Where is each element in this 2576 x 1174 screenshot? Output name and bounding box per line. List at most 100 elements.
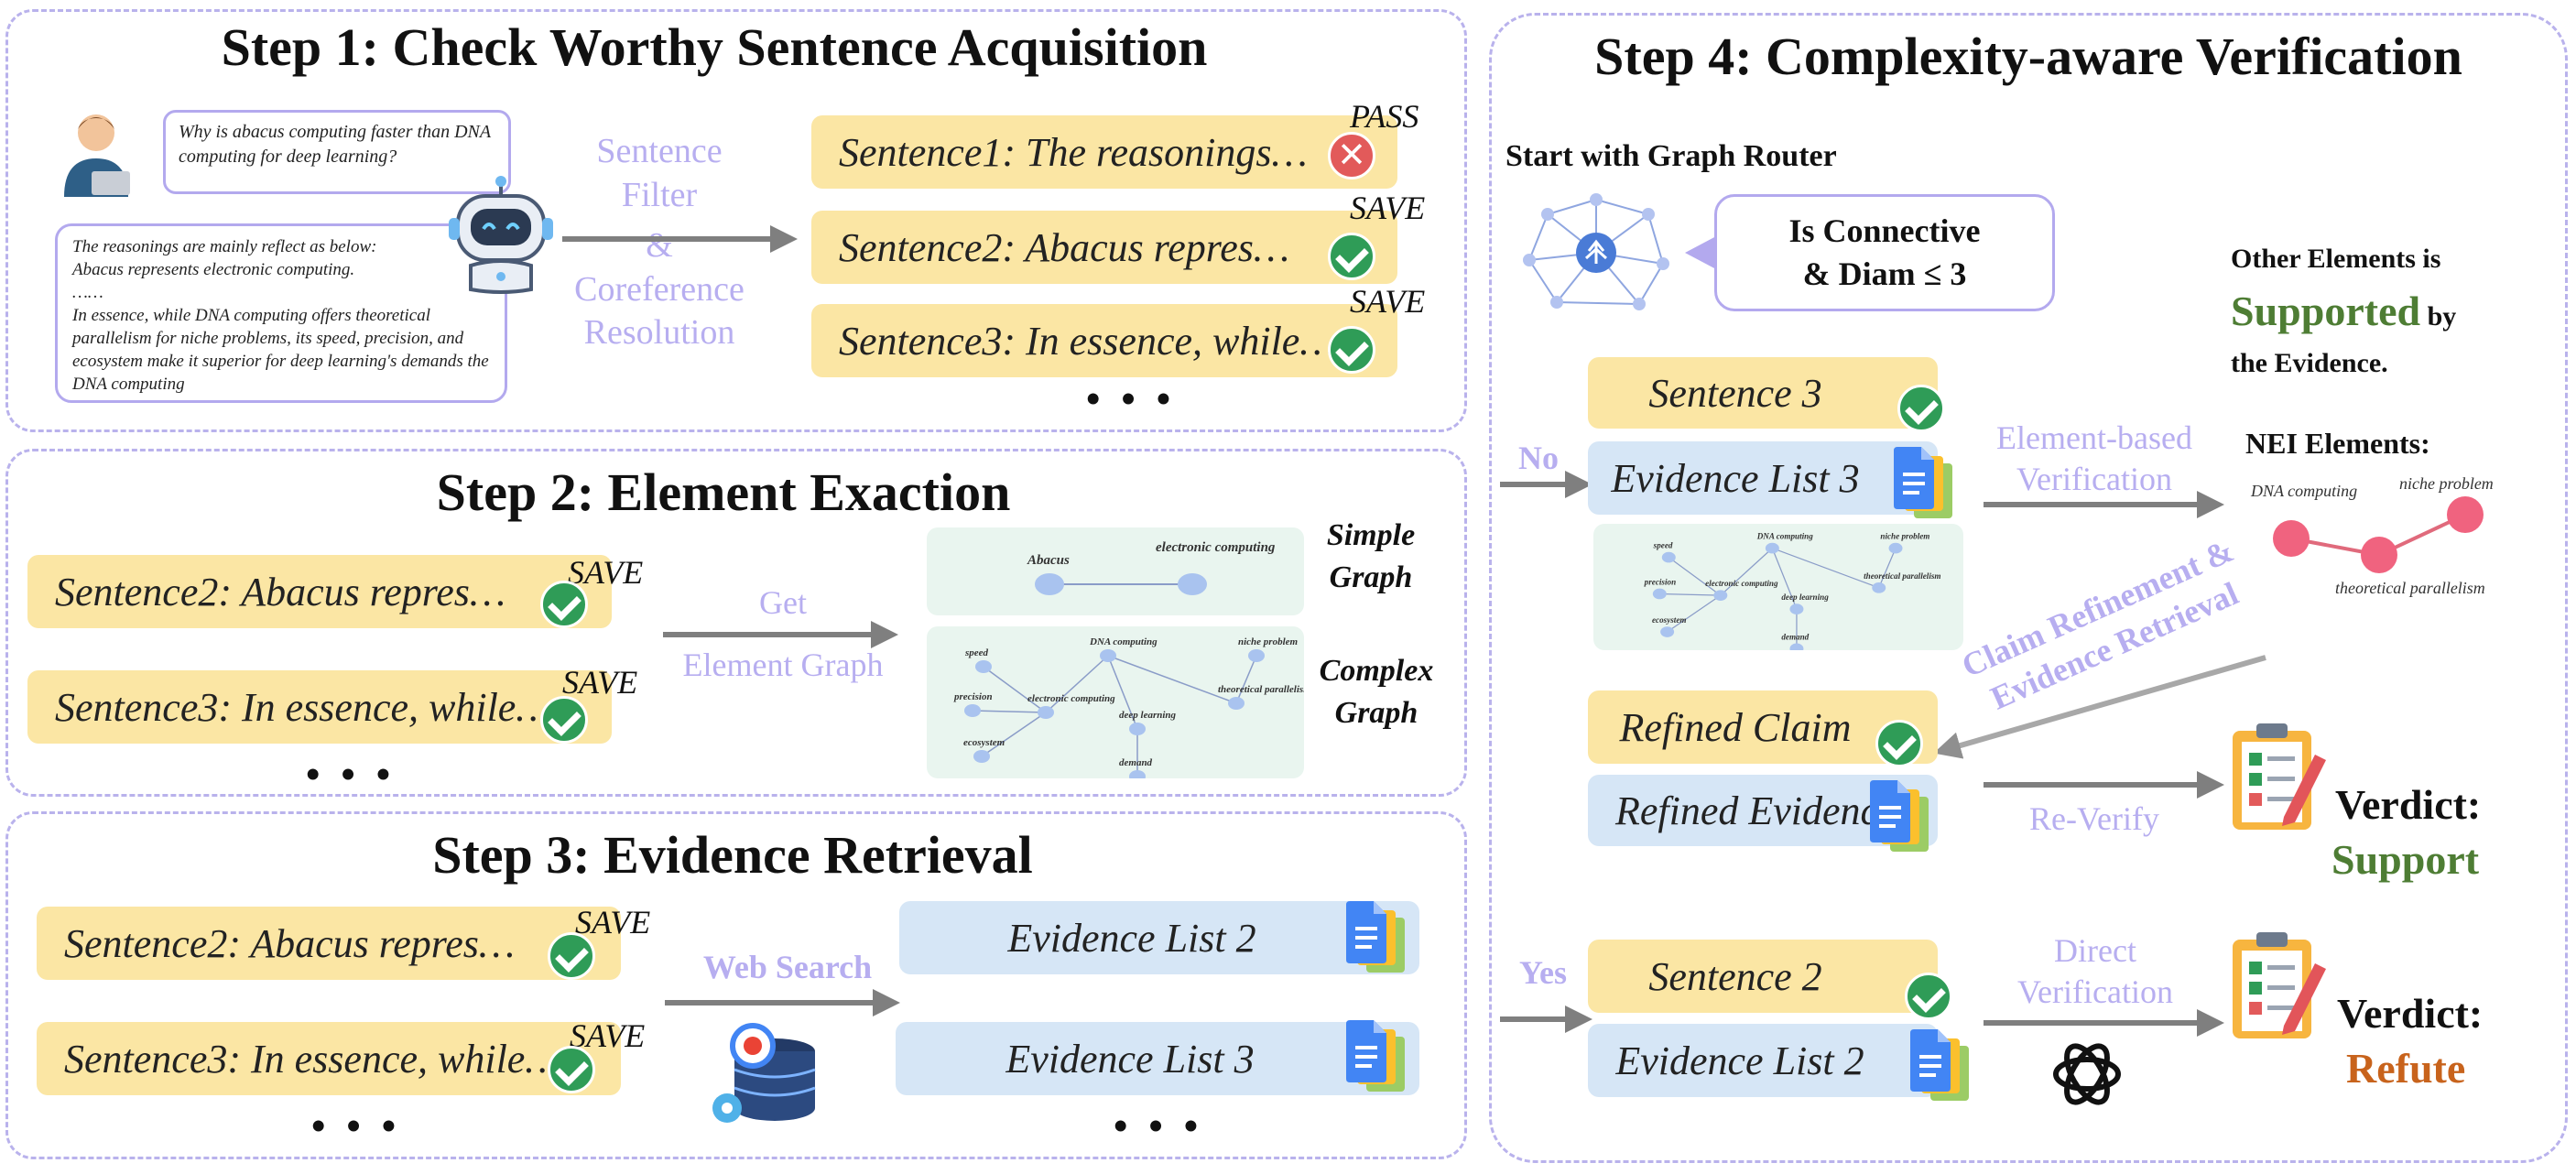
bot-answer-bubble: The reasonings are mainly reflect as bel… [55,223,507,403]
step2-sentence2: Sentence2: Abacus repres… [27,555,612,628]
graph-node [1129,770,1146,783]
element-verif-line1: Element-based [1996,419,2192,456]
yes-label: Yes [1519,954,1567,991]
get-label-line1: Get [759,584,807,621]
graph-edge [972,710,1047,713]
step2-arrow [663,621,898,648]
check-icon [540,696,588,744]
step1-sentence3: Sentence3: In essence, while… [811,304,1397,377]
graph-edge [983,666,1047,713]
graph-node [1789,643,1804,655]
graph-node-label: DNA computing [1089,636,1158,647]
supported-text: Supported [2231,288,2421,334]
graph-edge [1045,655,1109,713]
graph-node-label: precision [1644,578,1676,587]
check-icon [540,581,588,628]
step3-panel [5,811,1467,1159]
check-icon [1328,326,1375,374]
by-text: by [2427,301,2457,332]
step4-sentence3: Sentence 3 [1588,357,1938,429]
graph-edge [1772,548,1879,589]
step4-title: Step 4: Complexity-aware Verification [1594,27,2462,86]
clipboard-icon [2227,718,2328,835]
graph-node-label: electronic computing [1705,579,1778,588]
graph-edge [1235,655,1257,704]
user-avatar [55,105,137,197]
step3-sentence3: Sentence3: In essence, while… [37,1022,621,1095]
check-icon [548,1046,595,1093]
element-based-verification-label: Element-based Verification [1962,418,2227,500]
graph-node [964,704,981,717]
yes-arrow [1500,1006,1592,1033]
check-icon [1897,385,1945,432]
step1-sentence1: Sentence1: The reasonings… [811,115,1397,189]
user-question-bubble: Why is abacus computing faster than DNA … [163,110,511,194]
step4-sentence2: Sentence 2 [1588,940,1938,1013]
step3-sentence2-tag: SAVE [575,904,651,940]
filter-label-line1: Sentence [596,132,723,170]
graph-node [1038,706,1054,719]
graph-node-label: speed [964,647,989,658]
other-elements-line2: the Evidence. [2231,348,2388,378]
reverify-arrow [1984,771,2224,799]
graph-edge [1667,594,1722,633]
direct-line1: Direct [2054,932,2136,969]
bot-answer-line4: In essence, while DNA computing offers t… [72,306,489,395]
check-icon [548,932,595,980]
graph-node [1129,723,1146,735]
verdict-label-refute: Verdict: [2337,990,2484,1037]
check-icon [1875,720,1923,767]
graph-node [1661,551,1676,563]
step1-sentence2: Sentence2: Abacus repres… [811,211,1397,284]
graph-router-icon [1511,187,1681,322]
router-question-line1: Is Connective [1788,212,1981,249]
graph-node-label: demand [1119,757,1153,768]
simple-graph-label-line2: Graph [1329,560,1413,594]
bot-answer-line2: Abacus represents electronic computing. [72,260,355,280]
graph-edge [1107,655,1237,704]
graph-edge [1668,557,1722,596]
other-elements-text: Other Elements is Supported by the Evide… [2231,238,2542,384]
graph-node [975,660,992,673]
router-question-bubble: Is Connective & Diam ≤ 3 [1714,194,2055,311]
cross-icon: ✕ [1328,132,1375,179]
element-verif-arrow [1984,491,2224,518]
step2-sentence3: Sentence3: In essence, while… [27,670,612,744]
get-element-graph-label: Get Element Graph [641,571,925,697]
step1-arrow [562,225,798,253]
nei-title: NEI Elements: [2245,427,2430,460]
graph-node-label: ecosystem [1652,615,1687,625]
step1-sentence1-tag: PASS [1350,98,1419,135]
bubble-tail [1685,236,1716,269]
graph-node-label: precision [953,691,993,702]
step1-sentence3-tag: SAVE [1350,283,1426,320]
graph-node-label: electronic computing [1027,693,1115,704]
refined-claim: Refined Claim [1588,690,1938,764]
check-icon [1905,973,1952,1020]
complex-graph-label-line1: Complex [1319,654,1434,688]
graph-node [1872,582,1886,593]
graph-node-label: theoretical parallelism [1864,571,1940,581]
step3-evidence-list3: Evidence List 3 [896,1022,1419,1095]
graph-node-label: DNA computing [1756,532,1814,541]
graph-node [1652,588,1667,600]
document-icon [1908,1029,1973,1104]
step3-sentence2: Sentence2: Abacus repres… [37,907,621,980]
filter-label-line4: Coreference [574,269,745,309]
router-question-line2: & Diam ≤ 3 [1802,255,1967,292]
direct-verification-label: Direct Verification [1976,930,2214,1013]
step4-evidence-list2: Evidence List 2 [1588,1024,1938,1097]
graph-edge [981,712,1047,757]
step3-ellipsis-right: • • • [1114,1103,1204,1148]
document-icon [1344,1020,1408,1095]
step2-panel [5,449,1467,797]
graph-node-label: theoretical parallelism [1218,684,1304,695]
graph-node [973,750,990,763]
step4-evidence-list3: Evidence List 3 [1588,441,1938,515]
graph-node [1713,590,1728,601]
graph-node-label: niche problem [1880,532,1929,541]
filter-label-line3: & [646,226,673,265]
no-arrow [1500,471,1592,498]
user-question-text: Why is abacus computing faster than DNA … [179,122,491,167]
graph-edge [1107,655,1138,730]
